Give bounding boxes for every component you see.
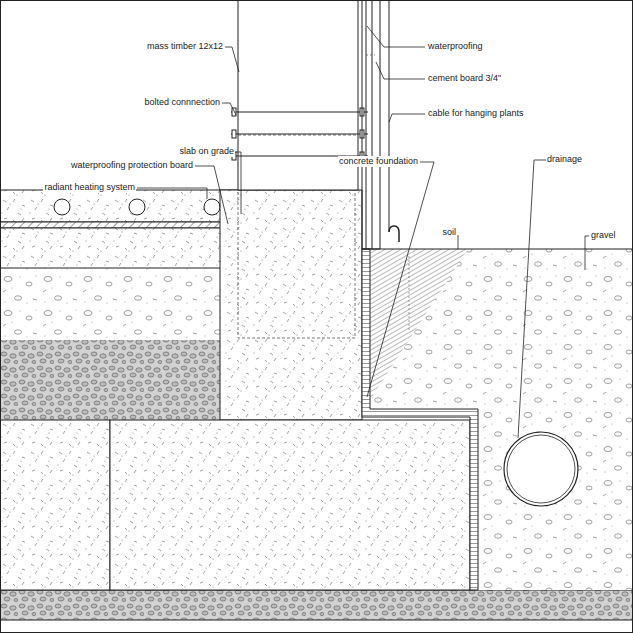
callout-label: concrete foundation	[338, 156, 419, 167]
callout-label: cable for hanging plants	[427, 108, 525, 119]
callout-label: waterproofing	[427, 41, 484, 52]
callout-label: cement board 3/4"	[427, 73, 502, 84]
callout-label: drainage	[546, 154, 583, 165]
callout-label: gravel	[590, 230, 617, 241]
callout-label: waterproofing protection board	[70, 160, 194, 171]
callout-label: mass timber 12x12	[146, 41, 224, 52]
callout-label: slab on grade	[178, 146, 235, 157]
callout-label: bolted connnection	[143, 97, 221, 108]
callout-label: soil	[441, 227, 457, 238]
callout-label: radiant heating system	[43, 182, 136, 193]
